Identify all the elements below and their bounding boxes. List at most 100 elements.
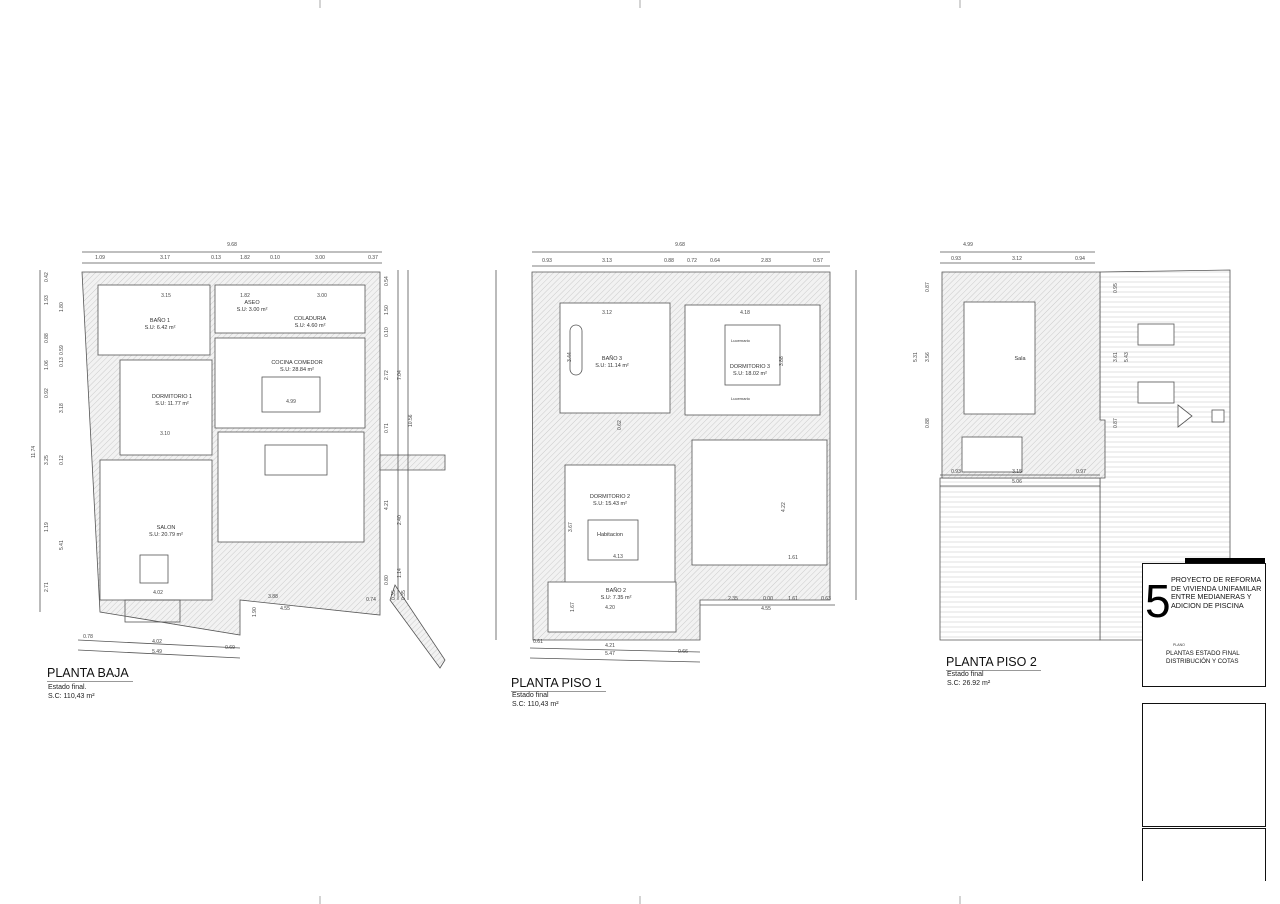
- dim: 3.15: [161, 293, 171, 299]
- dim: 2.71: [44, 582, 50, 592]
- dim: 0.13: [211, 255, 221, 261]
- planta-piso-1-plan: [495, 251, 857, 663]
- dim: 3.56: [925, 352, 931, 362]
- dim: 4.99: [286, 399, 296, 405]
- dim: 3.88: [268, 594, 278, 600]
- dim: 0.59: [59, 345, 65, 355]
- dim: 4.18: [740, 310, 750, 316]
- dim: 0.42: [44, 272, 50, 282]
- dim: 0.57: [813, 258, 823, 264]
- dim: 0.80: [384, 575, 390, 585]
- dim: 0.62: [617, 420, 623, 430]
- dim-total: 9.68: [675, 242, 685, 248]
- dim: 0.92: [44, 388, 50, 398]
- dim: 3.88: [779, 356, 785, 366]
- dim: 0.00: [763, 596, 773, 602]
- plan-state: Estado final.S.C: 110,43 m²: [48, 684, 95, 700]
- dim: 1.06: [44, 360, 50, 370]
- dim: 1.82: [240, 293, 250, 299]
- plano-title: PLANTAS ESTADO FINAL DISTRIBUCIÓN Y COTA…: [1166, 650, 1240, 665]
- dim: 1.61: [788, 596, 798, 602]
- title-block-blank: [1142, 703, 1266, 827]
- dim: 2.72: [384, 370, 390, 380]
- dim: 4.13: [613, 554, 623, 560]
- dim: 0.64: [710, 258, 720, 264]
- room-habitacion: Habitacion: [597, 532, 623, 538]
- project-title: PROYECTO DE REFORMA DE VIVIENDA UNIFAMIL…: [1171, 575, 1262, 610]
- dim: 10.56: [408, 414, 414, 427]
- room-sala: Sala: [1014, 356, 1026, 362]
- dim-total: 9.68: [227, 242, 237, 248]
- dim: 4.55: [280, 606, 290, 612]
- dim: 4.21: [605, 643, 615, 649]
- dim: 0.66: [678, 649, 688, 655]
- dim: 3.12: [602, 310, 612, 316]
- dim: 0.93: [951, 256, 961, 262]
- dim: 4.02: [152, 639, 162, 645]
- dim: 5.31: [913, 352, 919, 362]
- dim: 0.87: [1113, 418, 1119, 428]
- dim: 1.50: [384, 305, 390, 315]
- dim: 1.19: [44, 522, 50, 532]
- dim: 4.02: [153, 590, 163, 596]
- dim: 1.09: [95, 255, 105, 261]
- plan-title-planta-piso-1: PLANTA PISO 1: [511, 676, 606, 692]
- dim: 0.88: [925, 418, 931, 428]
- dim: 4.21: [384, 500, 390, 510]
- dim: 1.93: [44, 295, 50, 305]
- dim: 1.61: [788, 555, 798, 561]
- dim: 4.20: [605, 605, 615, 611]
- dim: 3.12: [1012, 256, 1022, 262]
- dim: 1.67: [570, 602, 576, 612]
- dim: 3.44: [567, 352, 573, 362]
- dim: 1.80: [59, 302, 65, 312]
- plan-title-planta-piso-2: PLANTA PISO 2: [946, 655, 1041, 671]
- dim: 1.14: [397, 568, 403, 578]
- skylight-label: Lucernario: [731, 396, 750, 401]
- dim: 0.93: [542, 258, 552, 264]
- dim: 3.61: [1113, 352, 1119, 362]
- dim: 0.12: [59, 455, 65, 465]
- planta-baja-plan: [39, 251, 446, 669]
- dim: 1.82: [240, 255, 250, 261]
- dim: 3.18: [59, 403, 65, 413]
- dim: 3.67: [568, 522, 574, 532]
- dim: 5.49: [152, 649, 162, 655]
- dim: 5.41: [59, 540, 65, 550]
- dim: 0.97: [1076, 469, 1086, 475]
- dim: 3.25: [44, 455, 50, 465]
- dim: 2.40: [397, 515, 403, 525]
- title-block: 5 PROYECTO DE REFORMA DE VIVIENDA UNIFAM…: [1142, 563, 1266, 687]
- dim: 0.74: [366, 597, 376, 603]
- dim: 0.13: [59, 357, 65, 367]
- dim: 0.10: [270, 255, 280, 261]
- dim: 0.37: [368, 255, 378, 261]
- dim: 0.78: [83, 634, 93, 640]
- dim: 0.61: [533, 639, 543, 645]
- dim: 2.83: [761, 258, 771, 264]
- dim: 5.47: [605, 651, 615, 657]
- dim: 0.35: [391, 590, 397, 600]
- dim: 0.10: [384, 327, 390, 337]
- plan-title-planta-baja: PLANTA BAJA: [47, 666, 133, 682]
- dim: 0.63: [821, 596, 831, 602]
- dim: 3.00: [315, 255, 325, 261]
- dim: 0.88: [44, 333, 50, 343]
- dim: 3.00: [317, 293, 327, 299]
- dim: 0.54: [384, 276, 390, 286]
- dim: 3.13: [602, 258, 612, 264]
- dim: 5.43: [1124, 352, 1130, 362]
